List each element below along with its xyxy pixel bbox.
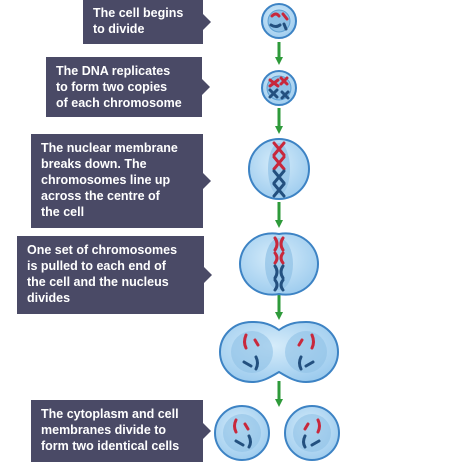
- chromosome-blue: [282, 22, 288, 31]
- chromosome-red: [268, 78, 280, 88]
- chromosome-blue: [302, 434, 307, 449]
- step-4-label: One set of chromosomes is pulled to each…: [17, 236, 212, 314]
- chromosome-blue: [279, 278, 285, 292]
- chromosome-red: [316, 418, 321, 434]
- chromosome-red: [279, 236, 285, 252]
- chromosome-blue: [310, 439, 321, 447]
- cell-stage-6-left: [214, 405, 270, 461]
- chromosome-red: [273, 236, 279, 252]
- chromosome-red: [279, 76, 289, 86]
- chromosome-red: [297, 338, 304, 347]
- chromosome-red: [281, 12, 289, 21]
- cell-stage-5: [218, 320, 340, 384]
- chromosome-blue: [272, 182, 286, 198]
- chromosome-blue: [269, 23, 282, 28]
- chromosome-blue: [304, 360, 315, 368]
- chromosome-red: [303, 422, 310, 431]
- step-5-label: The cytoplasm and cell membranes divide …: [31, 400, 211, 462]
- cell-stage-1: [261, 3, 297, 39]
- chromosome-blue: [280, 90, 290, 100]
- chromosome-blue: [242, 360, 253, 368]
- chromosome-red: [279, 251, 285, 265]
- chromosome-red: [243, 422, 250, 431]
- step-3-label: The nuclear membrane breaks down. The ch…: [31, 134, 211, 228]
- chromosome-blue: [273, 264, 279, 280]
- chromosome-blue: [268, 88, 279, 99]
- cell-stage-4: [238, 232, 320, 296]
- chromosome-red: [310, 333, 315, 350]
- chromosome-blue: [247, 434, 252, 449]
- chromosome-red: [272, 155, 286, 171]
- chromosome-blue: [298, 355, 303, 371]
- chromosome-blue: [254, 355, 259, 371]
- chromosome-red: [253, 338, 260, 347]
- chromosome-blue: [234, 439, 245, 447]
- chromosome-red: [233, 418, 238, 434]
- chromosome-red: [272, 141, 286, 157]
- step-2-label: The DNA replicates to form two copies of…: [46, 57, 210, 117]
- chromosome-red: [273, 251, 279, 265]
- cell-stage-2: [261, 70, 297, 106]
- step-1-label: The cell begins to divide: [83, 0, 211, 44]
- chromosome-blue: [272, 169, 286, 185]
- cell-stage-6-right: [284, 405, 340, 461]
- chromosome-blue: [273, 278, 279, 292]
- chromosome-red: [270, 12, 281, 18]
- cell-stage-3: [248, 138, 310, 200]
- chromosome-red: [243, 333, 248, 350]
- chromosome-blue: [279, 264, 285, 280]
